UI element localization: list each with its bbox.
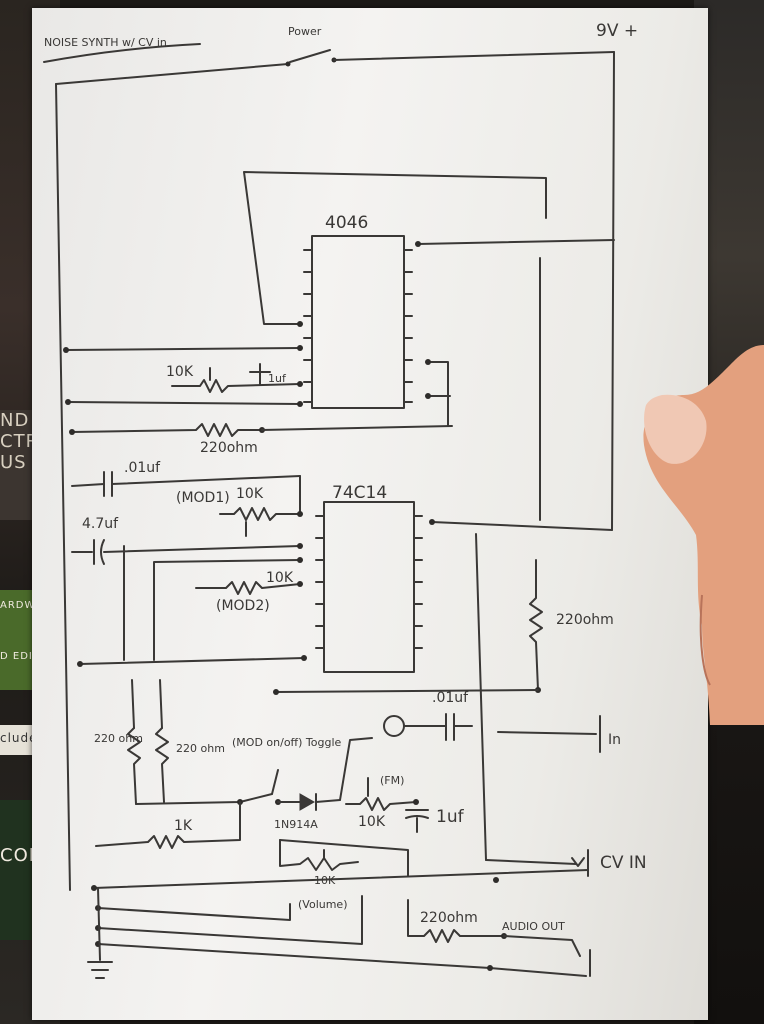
cap-47uf-label: 4.7uf xyxy=(82,516,119,532)
pot-10k-fm-label: 10K xyxy=(358,814,386,830)
supply-label: 9V + xyxy=(596,21,638,41)
res-220-top-label: 220ohm xyxy=(200,440,258,456)
wire-pot-top xyxy=(65,347,301,351)
pot-10k-mod1[interactable] xyxy=(219,507,301,521)
res-220-top xyxy=(71,423,263,437)
audio-out-label: AUDIO OUT xyxy=(502,920,565,933)
spine-text: CTR xyxy=(0,431,40,452)
res-220-out xyxy=(407,899,505,943)
wire-74c14-vdd xyxy=(431,521,613,531)
wire-4046-pin xyxy=(427,361,449,427)
spine-text: US xyxy=(0,452,27,473)
sheet-title: NOISE SYNTH w/ CV in xyxy=(44,36,167,49)
power-switch[interactable] xyxy=(289,49,331,63)
res-220-right xyxy=(529,559,543,691)
wire-cv-gnd xyxy=(93,869,589,889)
wire-bus xyxy=(79,657,305,665)
res-1k-label: 1K xyxy=(174,818,193,834)
mod-toggle-label: (MOD on/off) Toggle xyxy=(232,736,342,749)
pot-10k-top[interactable] xyxy=(171,379,301,393)
res-220-a-label: 220 ohm xyxy=(94,732,143,745)
wire-4046-top xyxy=(243,171,547,325)
pot-10k-mod2[interactable] xyxy=(195,581,301,595)
cv-arrow xyxy=(571,857,585,867)
chip-74c14-pins xyxy=(315,515,423,649)
wire-diode xyxy=(339,737,373,801)
supply-rail-left xyxy=(55,63,289,85)
ground-rail-left xyxy=(55,83,71,891)
supply-rail-right xyxy=(333,51,615,61)
res-220-right-label: 220ohm xyxy=(556,612,614,628)
fm-label: (FM) xyxy=(380,774,404,787)
paper-sheet xyxy=(32,8,708,1020)
cap-1uf-fm-label: 1uf xyxy=(436,807,465,827)
chip-74c14 xyxy=(323,501,415,673)
res-220-a xyxy=(127,727,141,805)
cap-01uf-left-label: .01uf xyxy=(124,460,161,476)
in-mark: In xyxy=(608,732,621,748)
chip-4046 xyxy=(311,235,405,409)
supply-rail-vertical xyxy=(611,51,615,531)
hand xyxy=(643,345,764,725)
title-underline xyxy=(43,43,201,63)
diode-label: 1N914A xyxy=(274,818,318,831)
power-label: Power xyxy=(288,25,322,38)
pot-10k-bottom[interactable] xyxy=(279,839,359,871)
wire-gnd xyxy=(67,401,301,405)
cv-in-label: CV IN xyxy=(600,853,647,873)
switch-terminal xyxy=(285,61,291,67)
wire-volume xyxy=(97,895,363,945)
wire-cv-left xyxy=(475,533,487,861)
wire-input-jack xyxy=(497,731,597,735)
pot-10k-top-label: 10K xyxy=(166,364,194,380)
wire-mod xyxy=(153,559,301,661)
pot-10k-mod2-label: 10K xyxy=(266,570,294,586)
chip-4046-pins xyxy=(303,249,413,403)
diode-1n914a xyxy=(299,793,316,811)
spine-text: ND xyxy=(0,410,30,431)
wire-4046-vdd xyxy=(417,239,615,245)
pot-10k-fm[interactable] xyxy=(345,797,417,811)
res-220-out-label: 220ohm xyxy=(420,910,478,926)
pot-10k-mod1-label: 10K xyxy=(236,486,264,502)
chip-4046-label: 4046 xyxy=(325,213,368,233)
mod2-label: (MOD2) xyxy=(216,598,270,614)
chip-74c14-label: 74C14 xyxy=(332,483,387,503)
spine-text: D EDITI xyxy=(0,651,44,662)
wire-res-220 xyxy=(261,425,453,431)
mod1-label: (MOD1) xyxy=(176,490,230,506)
pot-volume[interactable] xyxy=(97,903,291,921)
cap-01uf-right-label: .01uf xyxy=(432,690,469,706)
res-220-b-label: 220 ohm xyxy=(176,742,225,755)
res-1k xyxy=(95,801,241,849)
wire-cv xyxy=(485,859,577,865)
wire-toggle xyxy=(135,793,273,805)
wire-cap-left xyxy=(71,483,105,487)
wire-audio-out xyxy=(503,935,581,957)
transistor xyxy=(383,715,405,737)
thumbnail xyxy=(644,394,707,464)
ground-line xyxy=(97,887,101,961)
mod-toggle-switch[interactable] xyxy=(271,769,279,795)
wire-to-res xyxy=(275,689,539,693)
volume-label: (Volume) xyxy=(298,898,348,911)
res-220-b xyxy=(155,727,169,803)
spine-text: ARDWARE xyxy=(0,600,50,611)
finger-line xyxy=(699,594,711,686)
cap-1uf-top-label: 1uf xyxy=(268,372,287,385)
wire-audio-gnd xyxy=(97,943,587,977)
